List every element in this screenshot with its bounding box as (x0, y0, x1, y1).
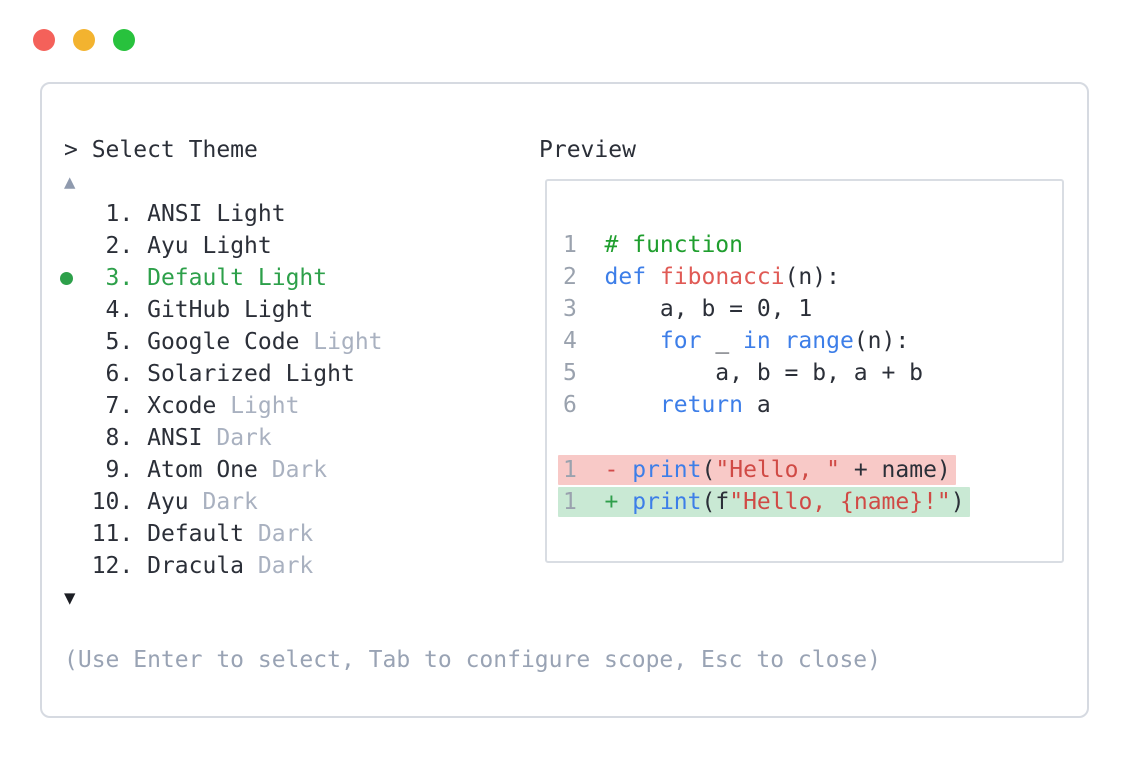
zoom-button[interactable] (113, 29, 135, 51)
code-line-3: 3 a, b = 0, 1 (563, 296, 813, 322)
select-theme-prompt: > Select Theme (64, 137, 258, 163)
theme-item-ayu-dark[interactable]: 10. Ayu Dark (64, 489, 258, 515)
diff-line-removed: 1 - print("Hello, " + name) (558, 453, 1062, 485)
code-blank-line (563, 421, 1062, 453)
theme-item-ayu-light[interactable]: 2. Ayu Light (64, 233, 272, 259)
keyboard-hint: (Use Enter to select, Tab to configure s… (64, 647, 881, 673)
spacer (64, 614, 881, 644)
theme-list: 1. ANSI Light 2. Ayu Light 3. Default Li… (60, 198, 881, 582)
theme-item-dracula-dark[interactable]: 12. Dracula Dark (64, 553, 314, 579)
code-line-1: 1# function (563, 232, 744, 258)
code-line-5: 5 a, b = b, a + b (563, 360, 924, 386)
code-line-4: 4 for _ in range(n): (563, 328, 910, 354)
scroll-up-icon[interactable]: ▲ (64, 171, 76, 193)
window-controls (33, 29, 135, 51)
selected-indicator-dot (60, 272, 73, 285)
theme-item-ansi-dark[interactable]: 8. ANSI Dark (64, 425, 272, 451)
theme-item-google-code-light[interactable]: 5. Google Code Light (64, 329, 383, 355)
theme-item-ansi-light[interactable]: 1. ANSI Light (64, 201, 286, 227)
theme-item-xcode-light[interactable]: 7. Xcode Light (64, 393, 300, 419)
theme-item-github-light[interactable]: 4. GitHub Light (64, 297, 314, 323)
theme-item-default-dark[interactable]: 11. Default Dark (64, 521, 314, 547)
diff-line-added: 1 + print(f"Hello, {name}!") (558, 485, 1062, 517)
scroll-down-icon[interactable]: ▼ (64, 587, 76, 609)
close-button[interactable] (33, 29, 55, 51)
theme-selector-window: > Select Theme ▲ 1. ANSI Light 2. Ayu Li… (40, 82, 1089, 718)
theme-item-solarized-light[interactable]: 6. Solarized Light (64, 361, 355, 387)
theme-selector-panel: > Select Theme ▲ 1. ANSI Light 2. Ayu Li… (60, 134, 881, 676)
preview-title: Preview (539, 137, 636, 163)
theme-item-atom-one-dark[interactable]: 9. Atom One Dark (64, 457, 328, 483)
theme-item-default-light[interactable]: 3. Default Light (60, 262, 881, 294)
minimize-button[interactable] (73, 29, 95, 51)
code-line-6: 6 return a (563, 392, 771, 418)
